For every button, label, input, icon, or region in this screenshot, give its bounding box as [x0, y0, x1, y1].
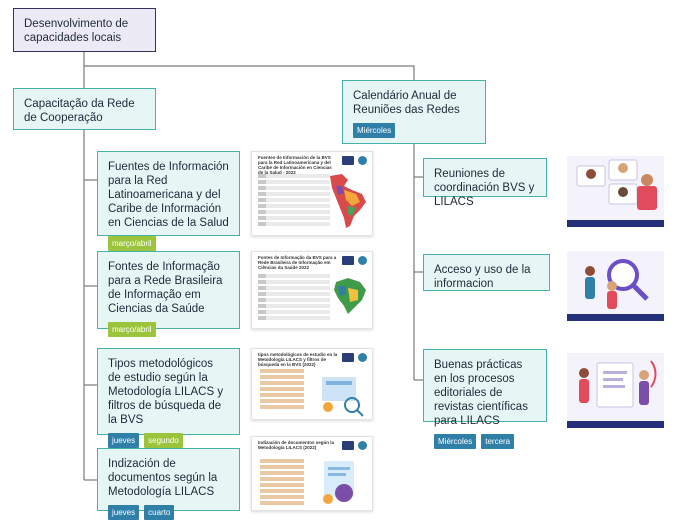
node-label: Tipos metodológicos de estudio según la … — [108, 358, 224, 426]
tag-marco-abril: março/abril — [108, 236, 156, 251]
tipos-course-thumbnail[interactable]: tipos metodológicos de estudio en la Met… — [251, 348, 373, 420]
schedule-table — [258, 174, 330, 228]
capacitacao-node[interactable]: Capacitação da Rede de Cooperação — [13, 88, 156, 130]
tag-cuarto: cuarto — [144, 505, 175, 520]
thumbnail-title: Indización de documentos según la Metodo… — [258, 440, 335, 450]
search-people-illustration-icon — [585, 259, 649, 309]
tag-tercera: tercera — [481, 434, 515, 449]
node-label: Reuniones de coordinación BVS y LILACS — [434, 168, 535, 208]
brazil-map-icon — [334, 278, 366, 314]
bvs-logo — [342, 353, 354, 362]
fuentes-informacion-node[interactable]: Fuentes de Información para la Red Latin… — [97, 151, 240, 251]
illustration-caption: Acesso e Uso da Informação — [583, 314, 648, 320]
schedule-table — [260, 369, 304, 411]
fontes-course-thumbnail[interactable]: Fontes de Informação da BVS para a Rede … — [251, 251, 373, 329]
node-label: Acceso y uso de la informacion — [434, 264, 531, 290]
bvs-logo — [342, 156, 354, 165]
schedule-table — [260, 459, 304, 507]
fontes-informacao-node[interactable]: Fontes de Informação para a Rede Brasile… — [97, 251, 240, 337]
indizacion-course-thumbnail[interactable]: Indización de documentos según la Metodo… — [251, 436, 373, 511]
illustration-caption: Reuniões de Coordenação BVS e LILACS — [568, 220, 663, 226]
thumbnail-title: tipos metodológicos de estudio en la Met… — [258, 352, 338, 367]
document-indexing-illustration-icon — [323, 461, 354, 504]
bireme-logo — [358, 256, 367, 265]
tag-miercoles: Miércoles — [434, 434, 477, 449]
tag-miercoles: Miércoles — [353, 123, 396, 138]
acceso-uso-node[interactable]: Acceso y uso de la informacion — [423, 254, 550, 291]
calendario-label: Calendário Anual de Reuniões das Redes — [353, 90, 460, 116]
tag-segundo: segundo — [144, 433, 183, 448]
illustration-caption: Boas Práticas nos Processos Editoriais — [572, 421, 659, 427]
tipos-metodologicos-node[interactable]: Tipos metodológicos de estudio según la … — [97, 348, 240, 448]
bvs-logo — [342, 441, 354, 450]
node-label: Indización de documentos según la Metodo… — [108, 458, 218, 498]
bvs-logo — [342, 256, 354, 265]
node-label: Fuentes de Información para la Red Latin… — [108, 161, 229, 229]
node-label: Fontes de Informação para a Rede Brasile… — [108, 261, 223, 315]
thumbnail-title: Fontes de Informação da BVS para a Rede … — [258, 255, 337, 270]
tag-jueves: jueves — [108, 505, 140, 520]
schedule-table — [258, 274, 330, 322]
fuentes-course-thumbnail[interactable]: Fuentes de Información de la BVS para la… — [251, 151, 373, 236]
acceso-illustration[interactable]: Acesso e Uso da Informação — [567, 251, 664, 321]
bireme-logo — [358, 156, 367, 165]
node-label: Buenas prácticas en los procesos editori… — [434, 359, 528, 427]
reuniones-illustration[interactable]: Reuniões de Coordenação BVS e LILACS — [567, 156, 664, 227]
bireme-logo — [358, 441, 367, 450]
buenas-practicas-illustration[interactable]: Boas Práticas nos Processos Editoriais — [567, 353, 664, 428]
tag-jueves: jueves — [108, 433, 140, 448]
root-node[interactable]: Desenvolvimento de capacidades locais — [13, 8, 156, 52]
research-illustration-icon — [322, 377, 364, 417]
root-label: Desenvolvimento de capacidades locais — [24, 18, 129, 44]
tag-marco-abril: março/abril — [108, 322, 156, 337]
reuniones-coordinacion-node[interactable]: Reuniones de coordinación BVS y LILACS — [423, 158, 547, 208]
bireme-logo — [358, 353, 367, 362]
latin-america-map-icon — [330, 174, 366, 228]
video-meeting-illustration-icon — [576, 159, 657, 210]
capacitacao-label: Capacitação da Rede de Cooperação — [24, 98, 135, 124]
thumbnail-title: Fuentes de Información de la BVS para la… — [258, 155, 332, 175]
indizacion-node[interactable]: Indización de documentos según la Metodo… — [97, 448, 240, 520]
buenas-practicas-node[interactable]: Buenas prácticas en los procesos editori… — [423, 349, 547, 449]
editorial-process-illustration-icon — [579, 360, 657, 408]
calendario-node[interactable]: Calendário Anual de Reuniões das Redes M… — [342, 80, 486, 144]
